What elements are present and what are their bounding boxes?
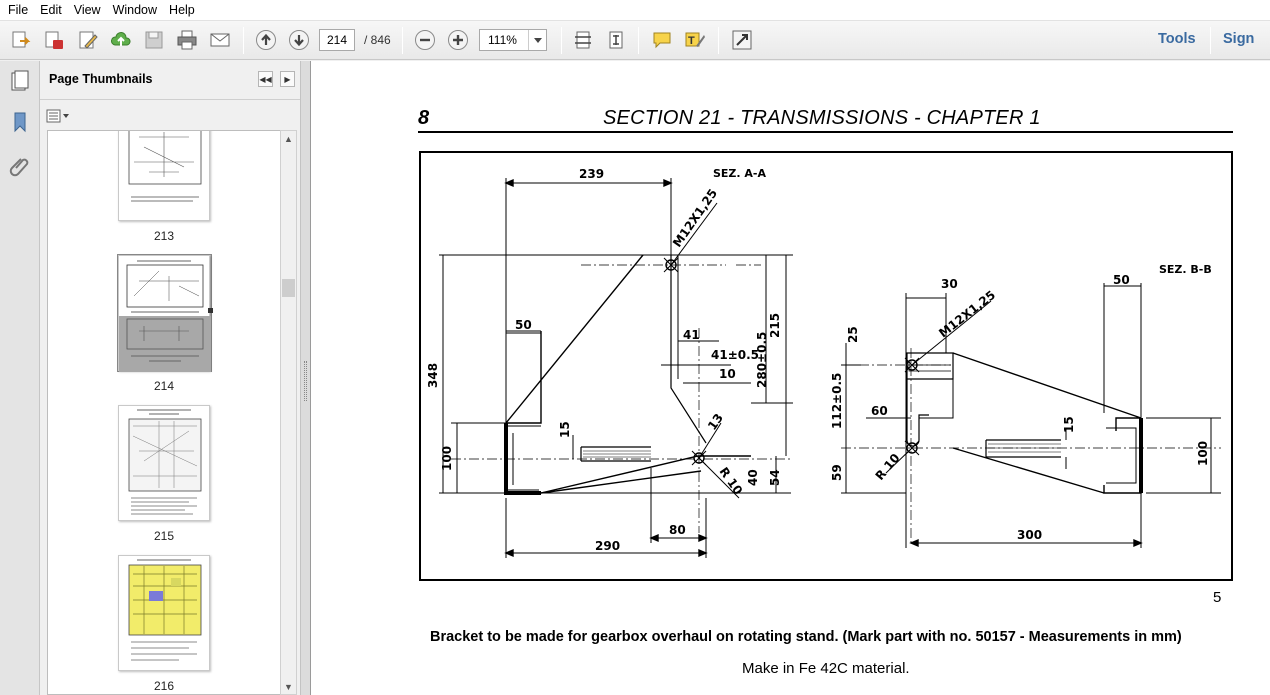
dim-80: 80	[669, 523, 686, 537]
previous-page-icon[interactable]	[254, 28, 278, 52]
page-number: 8	[418, 107, 430, 129]
document-viewport: 8 SECTION 21 - TRANSMISSIONS - CHAPTER 1	[311, 61, 1270, 695]
zoom-value: 111%	[488, 33, 517, 47]
sign-button[interactable]: Sign	[1223, 31, 1255, 47]
print-icon[interactable]	[175, 28, 199, 52]
create-pdf-icon[interactable]	[9, 28, 33, 52]
left-view-title: SEZ. A-A	[713, 167, 766, 180]
dim-r10-left: R 10	[717, 465, 746, 498]
menu-view[interactable]: View	[73, 2, 101, 17]
panel-header: Page Thumbnails ◀◀ ▶	[40, 61, 300, 100]
save-icon[interactable]	[142, 28, 166, 52]
thumbnail-216[interactable]	[118, 555, 210, 671]
zoom-select[interactable]: 111%	[479, 29, 547, 51]
dim-290: 290	[595, 539, 620, 553]
scroll-down-icon[interactable]: ▼	[284, 682, 293, 692]
dim-25: 25	[846, 326, 860, 343]
page-thumbnails-panel: Page Thumbnails ◀◀ ▶ 213	[40, 61, 300, 695]
dim-15-right: 15	[1062, 416, 1076, 433]
scrollbar-thumb[interactable]	[282, 279, 295, 297]
dim-m12-right: M12X1,25	[936, 288, 998, 341]
dim-54: 54	[768, 469, 782, 486]
svg-text:T: T	[688, 35, 695, 47]
expand-panel-icon[interactable]: ▶	[280, 71, 295, 87]
right-view-title: SEZ. B-B	[1159, 263, 1212, 276]
dim-100-left: 100	[440, 446, 454, 471]
thumbnail-213[interactable]	[118, 131, 210, 221]
page-header: 8 SECTION 21 - TRANSMISSIONS - CHAPTER 1	[418, 105, 1233, 133]
thumbnail-label-216: 216	[153, 679, 175, 693]
thumbnail-215[interactable]	[118, 405, 210, 521]
combine-files-icon[interactable]	[42, 28, 66, 52]
fit-width-icon[interactable]	[604, 28, 628, 52]
thumbnail-list: 213 214 215	[47, 130, 280, 695]
dim-50-right: 50	[1113, 273, 1130, 287]
menu-file[interactable]: File	[8, 2, 29, 17]
dim-215: 215	[768, 313, 782, 338]
page-thumbnails-icon[interactable]	[8, 69, 32, 93]
menu-bar: File Edit View Window Help	[0, 0, 1270, 21]
edit-document-icon[interactable]	[76, 28, 100, 52]
navigation-rail	[0, 61, 40, 695]
attachments-icon[interactable]	[8, 154, 32, 178]
dim-m12-left: M12X1,25	[670, 186, 720, 249]
dim-59: 59	[830, 464, 844, 481]
scroll-up-icon[interactable]: ▲	[284, 134, 293, 144]
dim-50-left: 50	[515, 318, 532, 332]
zoom-in-icon[interactable]	[446, 28, 470, 52]
dim-280-tol: 280±0.5	[755, 332, 769, 388]
dim-30: 30	[941, 277, 958, 291]
thumbnail-214[interactable]	[118, 255, 213, 372]
dim-112-tol: 112±0.5	[830, 373, 844, 429]
bookmarks-icon[interactable]	[8, 110, 32, 134]
thumbnail-label-215: 215	[153, 529, 175, 543]
menu-window[interactable]: Window	[112, 2, 158, 17]
panel-splitter[interactable]	[300, 61, 311, 695]
technical-drawing: 239 SEZ. A-A M12X1,25 348 50 41 41±0.5 1…	[419, 151, 1233, 581]
comment-icon[interactable]	[650, 28, 674, 52]
dim-239: 239	[579, 167, 604, 181]
menu-edit[interactable]: Edit	[40, 2, 62, 17]
collapse-panel-icon[interactable]: ◀◀	[258, 71, 273, 87]
upload-cloud-icon[interactable]	[109, 28, 133, 52]
fit-page-icon[interactable]	[571, 28, 595, 52]
dim-13: 13	[705, 411, 726, 433]
dim-60: 60	[871, 404, 888, 418]
email-icon[interactable]	[208, 28, 232, 52]
dim-r10-right: R 10	[873, 451, 903, 483]
page-number-input[interactable]: 214	[319, 29, 355, 51]
chevron-down-icon[interactable]	[528, 30, 546, 50]
dim-100-right: 100	[1196, 441, 1210, 466]
thumbnail-label-214: 214	[153, 379, 175, 393]
dim-10: 10	[719, 367, 736, 381]
dim-40: 40	[746, 469, 760, 486]
dim-300: 300	[1017, 528, 1042, 542]
dim-41-tol: 41±0.5	[711, 348, 759, 362]
material-note: Make in Fe 42C material.	[742, 660, 910, 677]
section-title: SECTION 21 - TRANSMISSIONS - CHAPTER 1	[603, 107, 1041, 129]
zoom-out-icon[interactable]	[413, 28, 437, 52]
panel-title: Page Thumbnails	[49, 72, 153, 86]
thumbnail-label-213: 213	[153, 229, 175, 243]
next-page-icon[interactable]	[287, 28, 311, 52]
tools-button[interactable]: Tools	[1158, 31, 1196, 47]
figure-number: 5	[1213, 589, 1222, 606]
highlight-icon[interactable]: T	[683, 28, 707, 52]
fullscreen-icon[interactable]	[730, 28, 754, 52]
dim-41: 41	[683, 328, 700, 342]
toolbar: 214 / 846 111% T Tools Sign	[0, 21, 1270, 60]
thumbnail-options-button[interactable]	[46, 107, 74, 125]
dim-15-left: 15	[558, 421, 572, 438]
menu-help[interactable]: Help	[169, 2, 195, 17]
page-total: / 846	[364, 33, 391, 47]
thumbnail-scrollbar[interactable]: ▲ ▼	[280, 130, 297, 695]
figure-caption: Bracket to be made for gearbox overhaul …	[430, 629, 1182, 645]
dim-348: 348	[426, 363, 440, 388]
